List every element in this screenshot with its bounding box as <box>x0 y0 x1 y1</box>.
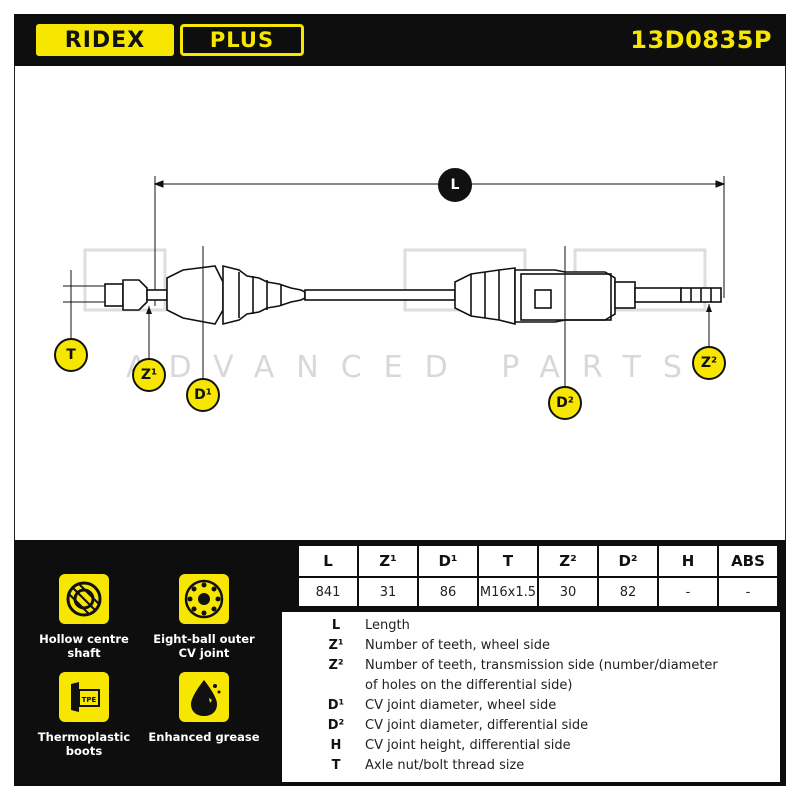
legend-row: D¹ CV joint diameter, wheel side <box>282 698 780 718</box>
spec-header: L <box>299 546 357 576</box>
spec-header: T <box>479 546 537 576</box>
legend-row: T Axle nut/bolt thread size <box>282 758 780 778</box>
legend-row: D² CV joint diameter, differential side <box>282 718 780 738</box>
legend-key: T <box>331 758 341 773</box>
feature-hollow-shaft: Hollow centre shaft <box>28 574 140 660</box>
svg-text:TPE: TPE <box>82 696 97 704</box>
spec-value: - <box>719 578 777 606</box>
brand-suffix: PLUS <box>209 28 275 52</box>
marker-T: T <box>54 338 88 372</box>
spec-header: H <box>659 546 717 576</box>
spec-header: D¹ <box>419 546 477 576</box>
spec-value: - <box>659 578 717 606</box>
feature-eight-ball: Eight-ball outer CV joint <box>148 574 260 660</box>
header-bar: RIDEX PLUS 13D0835P <box>14 14 786 66</box>
brand-logo: RIDEX <box>36 24 174 56</box>
feature-grease: Enhanced grease <box>148 672 260 744</box>
marker-D1: D¹ <box>186 378 220 412</box>
legend-key: Z² <box>328 658 344 673</box>
hollow-shaft-icon <box>59 574 109 624</box>
legend-row: Z¹ Number of teeth, wheel side <box>282 638 780 658</box>
spec-header: D² <box>599 546 657 576</box>
brand-name: RIDEX <box>64 27 146 53</box>
eight-ball-joint-icon <box>179 574 229 624</box>
marker-Z2: Z² <box>692 346 726 380</box>
legend-text: Axle nut/bolt thread size <box>365 758 525 773</box>
feature-label: Eight-ball outer CV joint <box>153 632 255 660</box>
legend-key: H <box>330 738 342 753</box>
legend-text: Number of teeth, wheel side <box>365 638 550 653</box>
legend-key: D¹ <box>327 698 345 713</box>
brand-suffix-badge: PLUS <box>180 24 304 56</box>
spec-header: Z¹ <box>359 546 417 576</box>
spec-value: M16x1.5 <box>479 578 537 606</box>
feature-label: Thermoplastic boots <box>37 730 131 758</box>
spec-table: L Z¹ D¹ T Z² D² H ABS 841 31 86 M16x1.5 … <box>297 544 783 608</box>
info-panel: Hollow centre shaft Eight-ball outer CV … <box>14 540 786 786</box>
legend-key: L <box>331 618 341 633</box>
grease-icon <box>179 672 229 722</box>
drive-shaft-drawing <box>63 176 726 388</box>
legend-text: Number of teeth, transmission side (numb… <box>365 658 718 673</box>
feature-label: Hollow centre shaft <box>39 632 129 660</box>
spec-value: 31 <box>359 578 417 606</box>
spec-value: 841 <box>299 578 357 606</box>
marker-D2: D² <box>548 386 582 420</box>
legend-text: of holes on the differential side) <box>365 678 573 693</box>
legend-text: CV joint height, differential side <box>365 738 571 753</box>
marker-L: L <box>438 168 472 202</box>
part-number: 13D0835P <box>630 26 772 54</box>
legend-text: CV joint diameter, wheel side <box>365 698 557 713</box>
thread-dimension <box>63 270 115 344</box>
feature-label: Enhanced grease <box>148 730 260 744</box>
tpe-boot-icon: TPE <box>59 672 109 722</box>
spec-value-row: 841 31 86 M16x1.5 30 82 - - <box>299 578 777 606</box>
legend-text: Length <box>365 618 410 633</box>
legend-text: CV joint diameter, differential side <box>365 718 589 733</box>
feature-tpe-boots: TPE Thermoplastic boots <box>28 672 140 758</box>
legend-row: L Length <box>282 618 780 638</box>
legend-key: Z¹ <box>328 638 344 653</box>
shaft <box>104 264 722 326</box>
marker-arrowheads <box>146 304 712 314</box>
legend-row: of holes on the differential side) <box>282 678 780 698</box>
legend-row: Z² Number of teeth, transmission side (n… <box>282 658 780 678</box>
spec-header: ABS <box>719 546 777 576</box>
legend-box: L Length Z¹ Number of teeth, wheel side … <box>282 612 780 782</box>
spec-value: 30 <box>539 578 597 606</box>
marker-Z1: Z¹ <box>132 358 166 392</box>
legend-key: D² <box>327 718 345 733</box>
spec-header-row: L Z¹ D¹ T Z² D² H ABS <box>299 546 777 576</box>
spec-value: 86 <box>419 578 477 606</box>
legend-row: H CV joint height, differential side <box>282 738 780 758</box>
technical-drawing: ADVANCED PARTS <box>14 66 786 540</box>
spec-value: 82 <box>599 578 657 606</box>
spec-header: Z² <box>539 546 597 576</box>
watermark-text: ADVANCED PARTS <box>126 350 704 385</box>
